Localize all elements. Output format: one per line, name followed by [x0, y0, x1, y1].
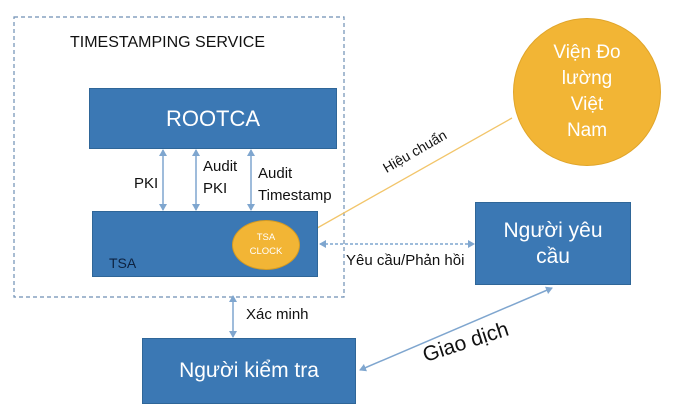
institute-line1: Viện Đo: [553, 42, 621, 63]
transaction-arrow: [359, 286, 553, 372]
institute-line3: Việt: [570, 94, 604, 115]
requester-box: Người yêu cầu: [475, 202, 631, 285]
audit-pki-label-line1: Audit: [203, 158, 238, 175]
rootca-box: ROOTCA: [89, 88, 337, 149]
rootca-label: ROOTCA: [165, 105, 261, 131]
requester-line1: Người yêu: [503, 218, 603, 242]
tsa-clock-line1: TSA: [256, 232, 276, 243]
institute-line4: Nam: [566, 120, 608, 141]
calibration-arrow: [295, 117, 513, 241]
tsa-clock-line2: CLOCK: [249, 246, 283, 257]
institute-line2: lường: [561, 68, 613, 89]
audit-timestamp-label-line2: Timestamp: [258, 187, 332, 204]
audit-timestamp-label-line1: Audit: [258, 165, 293, 182]
verifier-box: Người kiểm tra: [142, 338, 356, 404]
audit-pki-label-line2: PKI: [203, 180, 228, 197]
pki-label: PKI: [134, 175, 159, 192]
vien-do-luong-circle: Viện Đo lường Việt Nam: [513, 18, 661, 166]
timestamping-service-boundary: [13, 16, 345, 298]
verify-label: Xác minh: [246, 306, 309, 323]
tsa-label: TSA: [109, 255, 137, 271]
requester-line2: cầu: [536, 244, 570, 268]
verifier-label: Người kiểm tra: [179, 359, 319, 382]
service-title: TIMESTAMPING SERVICE: [70, 34, 265, 51]
tsa-clock: TSA CLOCK: [232, 220, 300, 270]
request-response-label: Yêu cầu/Phản hồi: [346, 252, 465, 269]
